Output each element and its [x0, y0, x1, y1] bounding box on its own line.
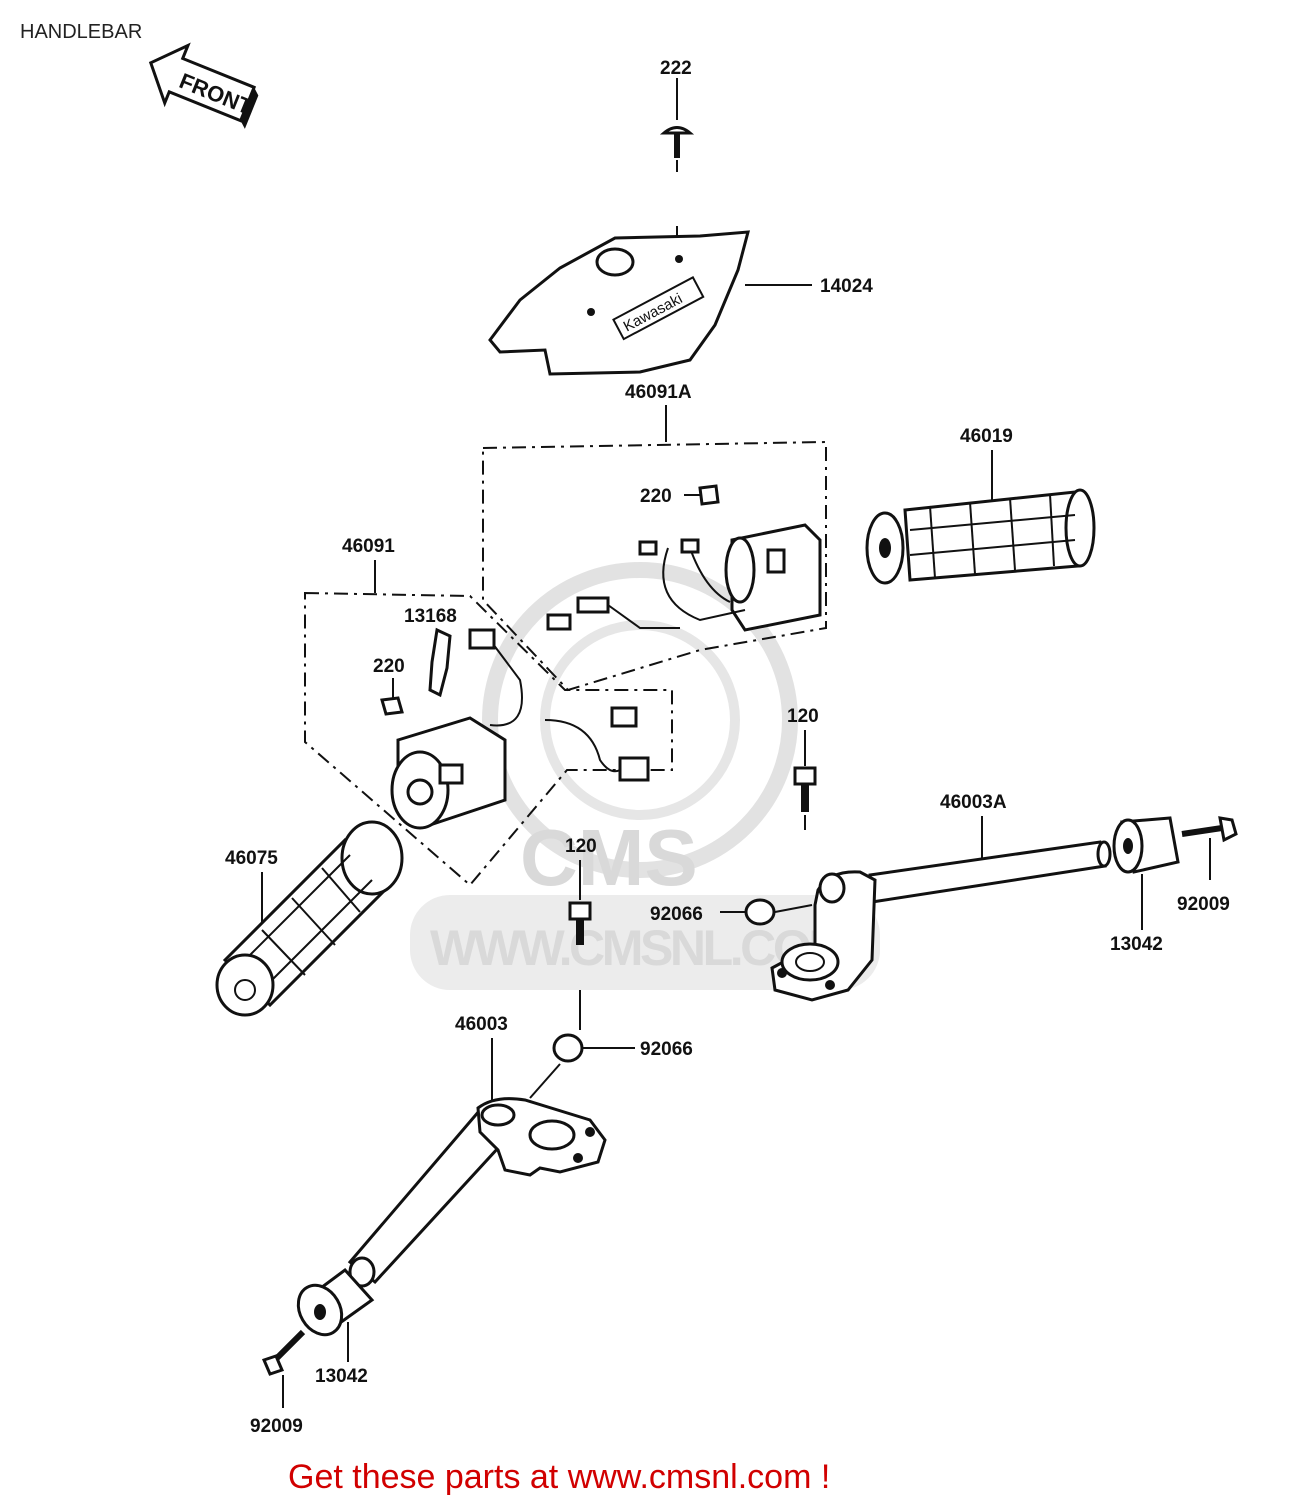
throttle-grip-46019 [865, 488, 1096, 585]
assembly-boundary-46091 [304, 591, 673, 887]
bar-end-13042-right [1112, 816, 1180, 930]
handlebar-46003 [347, 1097, 607, 1288]
callout-220-lower: 220 [373, 656, 405, 677]
left-switch-housing [390, 628, 650, 830]
watermark-logo: CMS [520, 813, 698, 902]
callout-92009-left: 92009 [250, 1416, 303, 1437]
callout-46003A: 46003A [940, 792, 1007, 813]
screw-92009-right [1181, 816, 1238, 880]
screw-220-upper [684, 484, 720, 506]
front-arrow-icon: FRONT [148, 42, 259, 129]
callout-14024: 14024 [820, 276, 873, 297]
clip-13168 [428, 627, 452, 698]
callout-92066-right: 92066 [650, 904, 703, 925]
callout-92066-lower: 92066 [640, 1039, 693, 1060]
footer-link[interactable]: Get these parts at www.cmsnl.com ! [288, 1458, 830, 1496]
right-switch-housing [546, 523, 822, 632]
callout-220-upper: 220 [640, 486, 672, 507]
callout-13042-left: 13042 [315, 1366, 368, 1387]
left-grip-46075 [215, 820, 404, 1017]
callout-92009-right: 92009 [1177, 894, 1230, 915]
callout-46091A: 46091A [625, 382, 692, 403]
handlebar-cover-14024: Kawasaki [488, 230, 812, 376]
callout-120-right: 120 [787, 706, 819, 727]
callout-13042-right: 13042 [1110, 934, 1163, 955]
plug-92066-lower [529, 1033, 635, 1099]
page-title: HANDLEBAR [20, 21, 142, 43]
plug-92066-right [720, 898, 813, 926]
callout-120-center: 120 [565, 836, 597, 857]
callout-222: 222 [660, 58, 692, 79]
screw-92009-left [261, 1329, 306, 1408]
callout-13168: 13168 [404, 606, 457, 627]
bolt-120-right [793, 730, 817, 830]
screw-222 [659, 78, 695, 262]
handlebar-46003A [770, 840, 1112, 1002]
callout-46091: 46091 [342, 536, 395, 557]
callout-46075: 46075 [225, 848, 278, 869]
bar-end-13042-left [296, 1267, 375, 1362]
screw-220-lower [380, 678, 404, 716]
callout-46019: 46019 [960, 426, 1013, 447]
callout-46003: 46003 [455, 1014, 508, 1035]
bolt-120-center [568, 860, 592, 1030]
